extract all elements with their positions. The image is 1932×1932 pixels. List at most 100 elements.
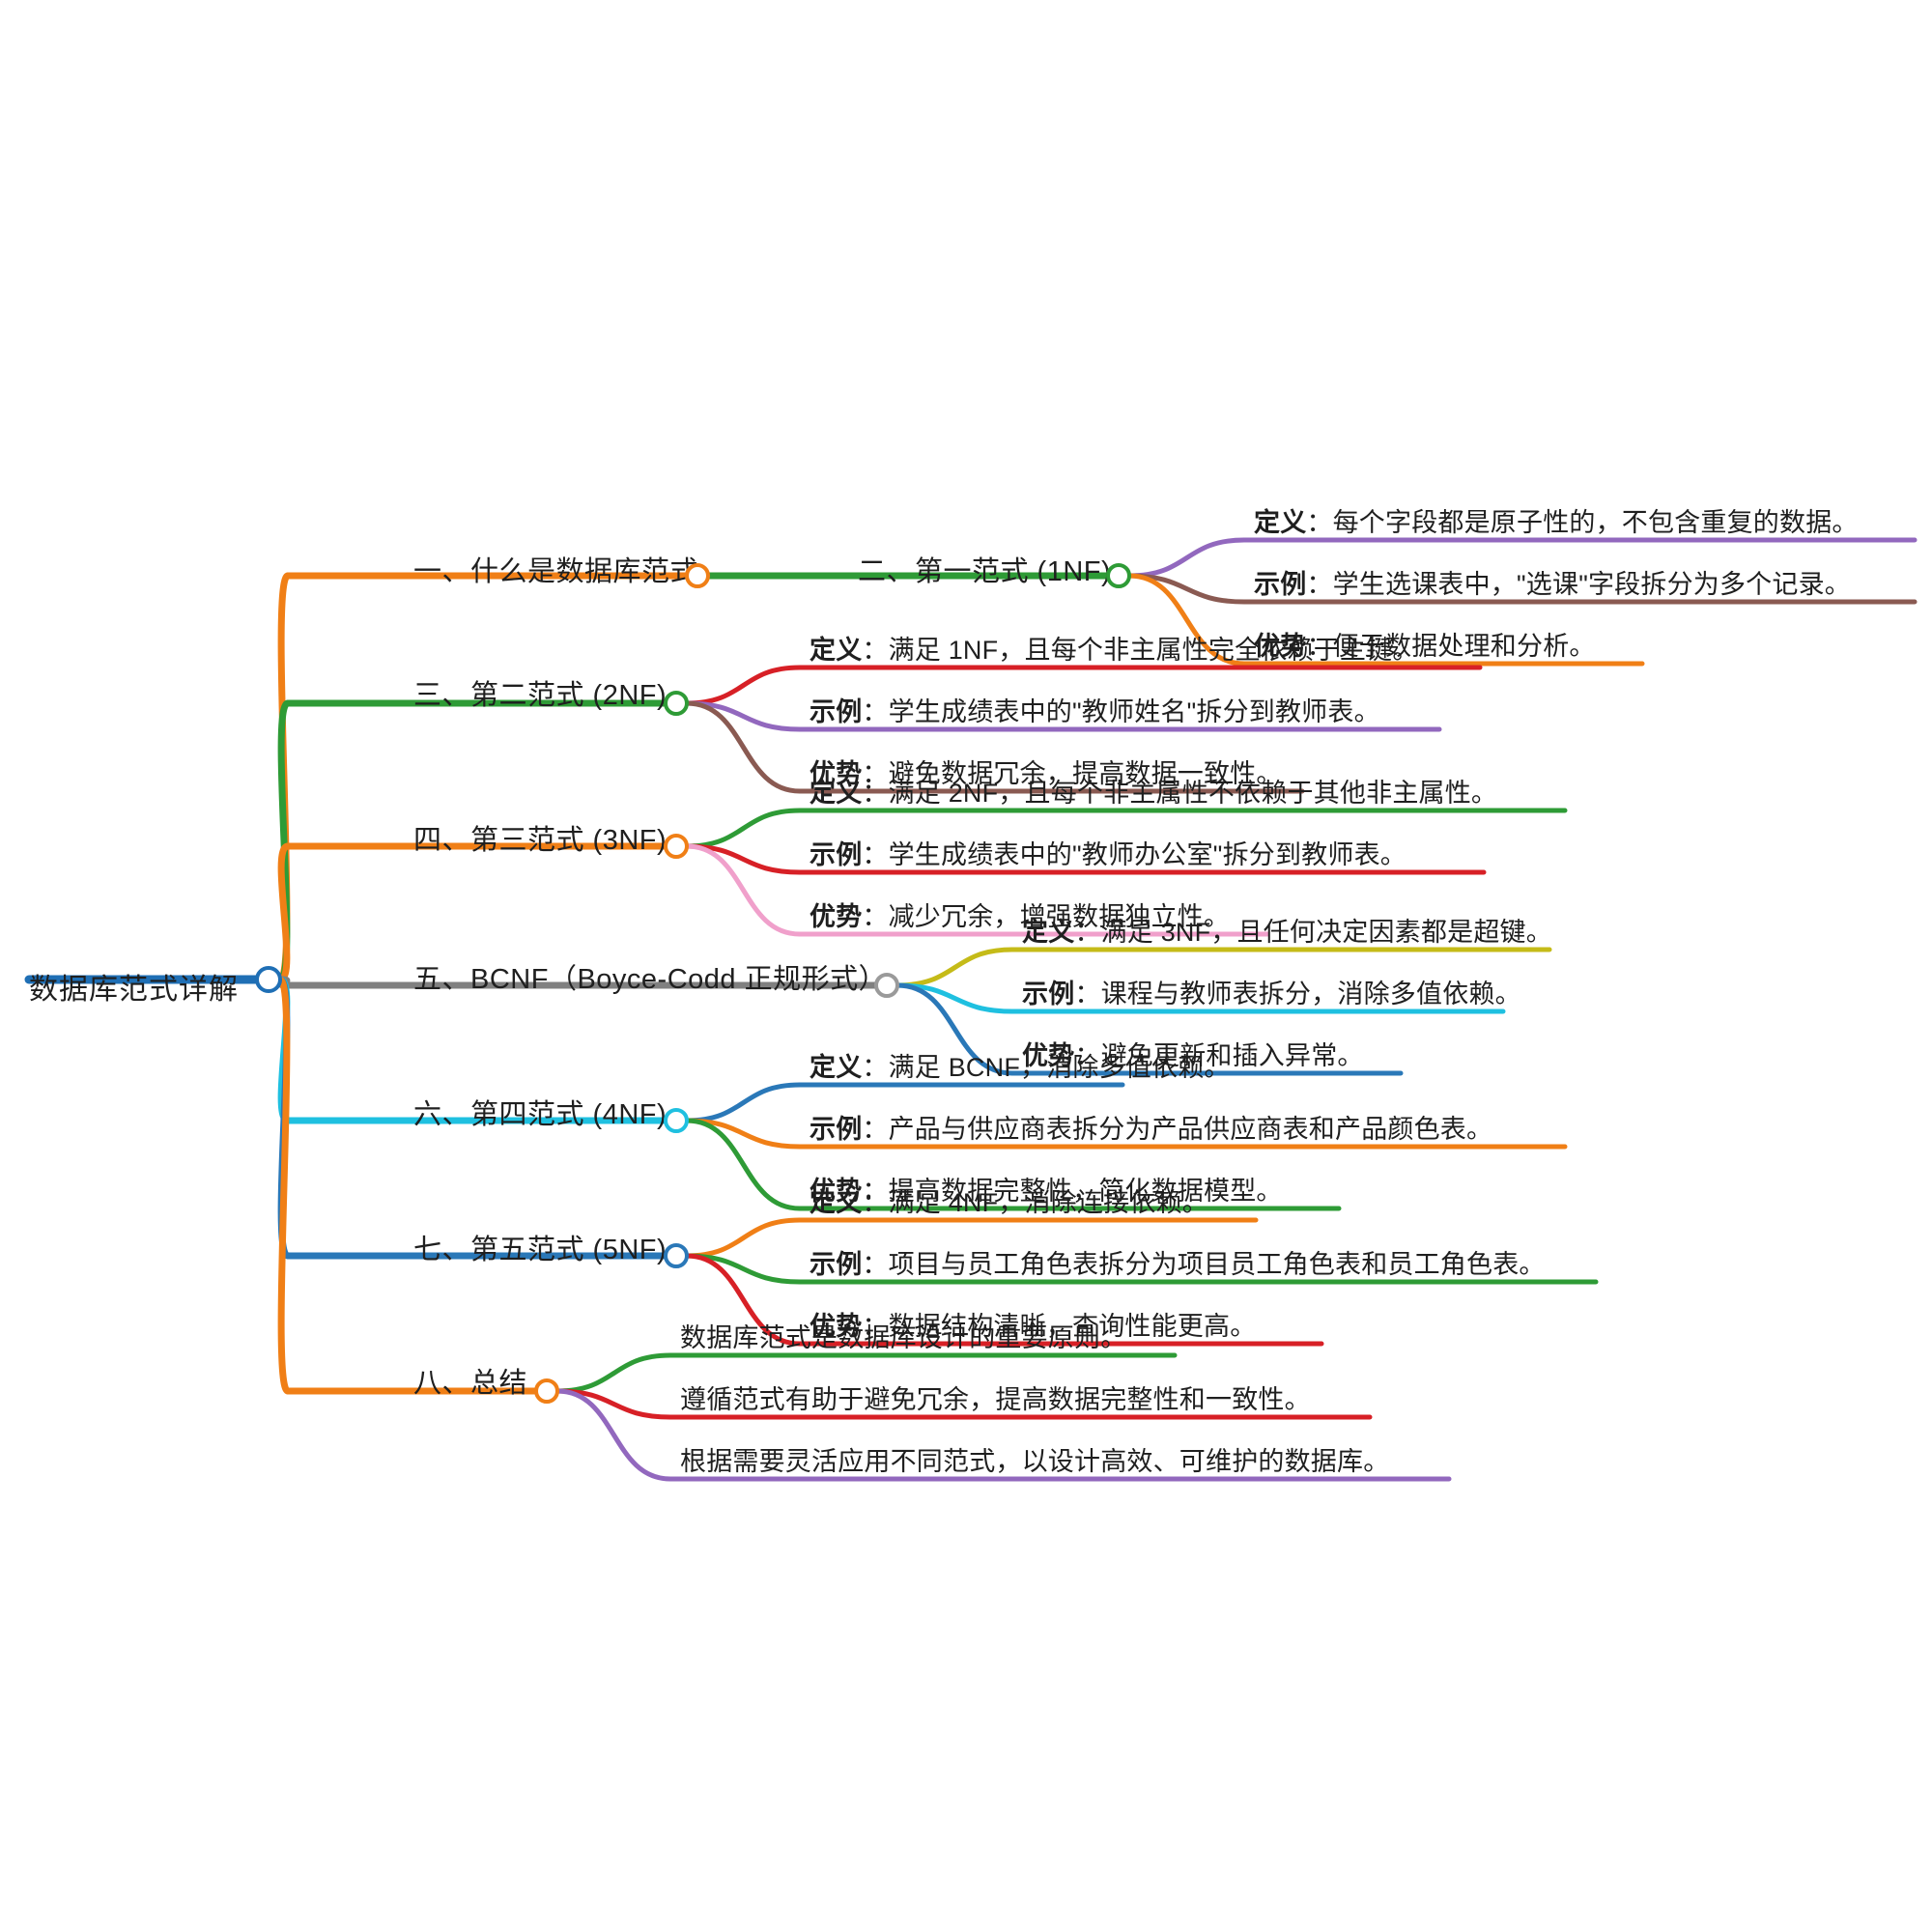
connector-root-to-b6 [276,976,292,1124]
branch-handle-b2[interactable] [1106,563,1131,588]
root-node[interactable]: 数据库范式详解 [29,976,239,1005]
connector-root-to-b8 [276,976,292,1395]
leaf-b8-0[interactable]: 数据库范式是数据库设计的重要原则。 [680,1325,1126,1351]
leaf-b4-2-prefix: 优势 [810,902,863,931]
leaf-b3-2-prefix: 优势 [810,759,863,788]
leaf-b7-2-separator: ： [862,1312,889,1341]
leaf-b4-1[interactable]: 示例：学生成绩表中的"教师办公室"拆分到教师表。 [810,842,1406,868]
connector-b7-leaf1 [684,1253,803,1285]
leaf-b5-2-text: 优势：避免更新和插入异常。 [1022,1043,1364,1069]
leaf-b3-0[interactable]: 定义：满足 1NF，且每个非主属性完全依赖于主键。 [810,638,1419,664]
leaf-b2-1-prefix: 示例 [1254,570,1307,599]
leaf-b4-2-text: 优势：减少冗余，增强数据独立性。 [810,904,1230,930]
leaf-b5-0-prefix: 定义 [1022,918,1075,947]
leaf-b7-2-text: 优势：数据结构清晰，查询性能更高。 [810,1314,1256,1340]
leaf-b3-2-body: 避免数据冗余，提高数据一致性。 [888,759,1283,788]
leaf-b7-2[interactable]: 优势：数据结构清晰，查询性能更高。 [810,1314,1256,1340]
connector-b8-leaf1 [554,1388,673,1420]
leaf-b7-1[interactable]: 示例：项目与员工角色表拆分为项目员工角色表和员工角色表。 [810,1252,1546,1278]
leaf-b2-2-prefix: 优势 [1254,632,1307,661]
connector-b3-leaf1 [684,700,803,732]
branch-b2[interactable]: 二、第一范式 (1NF) [858,558,1111,586]
leaf-b3-2-text: 优势：避免数据冗余，提高数据一致性。 [810,761,1283,787]
leaf-b5-2[interactable]: 优势：避免更新和插入异常。 [1022,1043,1364,1069]
branch-b3[interactable]: 三、第二范式 (2NF) [413,682,667,710]
leaf-b5-2-prefix: 优势 [1022,1041,1075,1070]
leaf-b5-1-prefix: 示例 [1022,980,1075,1009]
leaf-b2-0[interactable]: 定义：每个字段都是原子性的，不包含重复的数据。 [1254,510,1859,536]
connector-b3-leaf0 [684,665,803,706]
leaf-b2-0-text: 定义：每个字段都是原子性的，不包含重复的数据。 [1254,510,1859,536]
leaf-b5-0-separator: ： [1074,918,1101,947]
leaf-b6-1-prefix: 示例 [810,1115,863,1144]
branch-b5-text: 五、BCNF（Boyce-Codd 正规形式） [413,966,887,994]
leaf-b6-1[interactable]: 示例：产品与供应商表拆分为产品供应商表和产品颜色表。 [810,1117,1492,1143]
root-node-body: 数据库范式详解 [29,974,239,1006]
leaf-b8-0-body: 数据库范式是数据库设计的重要原则。 [680,1323,1127,1352]
connector-root-to-b1 [276,572,292,983]
leaf-b7-2-prefix: 优势 [810,1312,863,1341]
branch-b6-body: 六、第四范式 (4NF) [413,1099,668,1130]
leaf-b4-1-body: 学生成绩表中的"教师办公室"拆分到教师表。 [888,840,1406,869]
leaf-b8-2[interactable]: 根据需要灵活应用不同范式，以设计高效、可维护的数据库。 [680,1449,1389,1475]
branch-handle-b6[interactable] [664,1108,689,1133]
leaf-b2-0-prefix: 定义 [1254,508,1307,537]
branch-b8-body: 八、总结 [413,1368,528,1399]
leaf-b4-2-separator: ： [862,902,889,931]
branch-b6[interactable]: 六、第四范式 (4NF) [413,1101,667,1129]
branch-b4-text: 四、第三范式 (3NF) [413,827,667,855]
leaf-b3-2[interactable]: 优势：避免数据冗余，提高数据一致性。 [810,761,1283,787]
leaf-b7-0-separator: ： [862,1188,889,1217]
leaf-b4-1-separator: ： [862,840,889,869]
connector-b5-leaf1 [895,982,1015,1014]
branch-handle-b4[interactable] [664,834,689,859]
connector-b6-leaf1 [684,1118,803,1150]
root-node-text: 数据库范式详解 [29,976,239,1005]
branch-b1-body: 一、什么是数据库范式 [413,556,699,587]
leaf-b8-2-text: 根据需要灵活应用不同范式，以设计高效、可维护的数据库。 [680,1449,1389,1475]
leaf-b8-1[interactable]: 遵循范式有助于避免冗余，提高数据完整性和一致性。 [680,1387,1311,1413]
connector-b3-leaf2 [684,700,803,794]
connector-root-to-b3 [276,699,292,983]
leaf-b2-1[interactable]: 示例：学生选课表中，"选课"字段拆分为多个记录。 [1254,572,1851,598]
leaf-b3-1-body: 学生成绩表中的"教师姓名"拆分到教师表。 [888,697,1380,726]
leaf-b7-1-body: 项目与员工角色表拆分为项目员工角色表和员工角色表。 [888,1250,1546,1279]
leaf-b6-2-body: 提高数据完整性，简化数据模型。 [888,1177,1283,1206]
leaf-b4-0-prefix: 定义 [810,779,863,808]
leaf-b8-2-body: 根据需要灵活应用不同范式，以设计高效、可维护的数据库。 [680,1447,1390,1476]
branch-b7[interactable]: 七、第五范式 (5NF) [413,1236,667,1264]
leaf-b8-1-body: 遵循范式有助于避免冗余，提高数据完整性和一致性。 [680,1385,1311,1414]
branch-b4[interactable]: 四、第三范式 (3NF) [413,827,667,855]
leaf-b7-0[interactable]: 定义：满足 4NF，消除连接依赖。 [810,1190,1208,1216]
leaf-b4-0[interactable]: 定义：满足 2NF，且每个非主属性不依赖于其他非主属性。 [810,781,1497,807]
branch-b1[interactable]: 一、什么是数据库范式 [413,558,698,586]
leaf-b7-1-prefix: 示例 [810,1250,863,1279]
leaf-b5-0[interactable]: 定义：满足 3NF，且任何决定因素都是超键。 [1022,920,1552,946]
leaf-b4-2[interactable]: 优势：减少冗余，增强数据独立性。 [810,904,1230,930]
branch-handle-b8[interactable] [534,1378,559,1404]
leaf-b4-1-text: 示例：学生成绩表中的"教师办公室"拆分到教师表。 [810,842,1406,868]
leaf-b2-2[interactable]: 优势：便于数据处理和分析。 [1254,634,1596,660]
branch-handle-b7[interactable] [664,1243,689,1268]
branch-b5[interactable]: 五、BCNF（Boyce-Codd 正规形式） [413,966,887,994]
leaf-b6-0[interactable]: 定义：满足 BCNF，消除多值依赖。 [810,1055,1231,1081]
leaf-b3-1[interactable]: 示例：学生成绩表中的"教师姓名"拆分到教师表。 [810,699,1380,725]
leaf-b3-1-prefix: 示例 [810,697,863,726]
leaf-b6-1-body: 产品与供应商表拆分为产品供应商表和产品颜色表。 [888,1115,1493,1144]
leaf-b6-1-separator: ： [862,1115,889,1144]
leaf-b3-0-text: 定义：满足 1NF，且每个非主属性完全依赖于主键。 [810,638,1419,664]
branch-b8[interactable]: 八、总结 [413,1370,527,1398]
leaf-b5-1[interactable]: 示例：课程与教师表拆分，消除多值依赖。 [1022,981,1521,1008]
leaf-b6-2[interactable]: 优势：提高数据完整性，简化数据模型。 [810,1179,1283,1205]
root-node-handle[interactable] [255,966,282,993]
branch-handle-b1[interactable] [685,563,710,588]
leaf-b4-1-prefix: 示例 [810,840,863,869]
leaf-b3-0-prefix: 定义 [810,636,863,665]
branch-handle-b3[interactable] [664,691,689,716]
leaf-b6-2-separator: ： [862,1177,889,1206]
leaf-b6-1-text: 示例：产品与供应商表拆分为产品供应商表和产品颜色表。 [810,1117,1492,1143]
leaf-b6-0-text: 定义：满足 BCNF，消除多值依赖。 [810,1055,1231,1081]
branch-handle-b5[interactable] [874,973,899,998]
connector-b2-leaf1 [1126,573,1247,605]
